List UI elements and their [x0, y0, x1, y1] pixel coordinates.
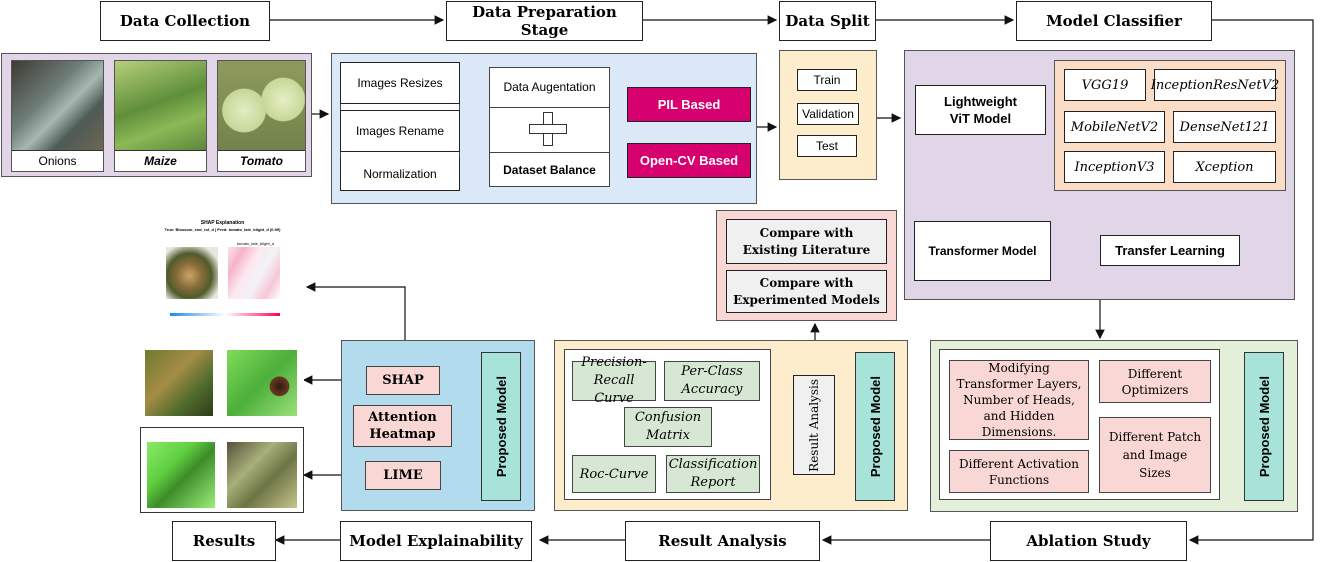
different-patch-box: Different Patch and Image Sizes	[1099, 417, 1211, 493]
stage-model-explainability: Model Explainability	[340, 521, 532, 561]
maize-caption: Maize	[115, 150, 206, 171]
modifying-transformer-box: Modifying Transformer Layers, Number of …	[949, 360, 1089, 440]
ablation-proposed-model-box: Proposed Model	[1244, 352, 1284, 501]
transformer-model-box: Transformer Model	[914, 221, 1051, 281]
transfer-learning-box: Transfer Learning	[1100, 235, 1240, 266]
stage-model-classifier: Model Classifier	[1016, 1, 1212, 41]
dataset-balance-label: Dataset Balance	[503, 163, 596, 177]
onion-image: Onions	[11, 60, 104, 172]
images-resizes-box: Images Resizes	[340, 62, 460, 104]
different-optimizers-box: Different Optimizers	[1099, 360, 1211, 403]
onion-caption: Onions	[12, 150, 103, 171]
per-class-accuracy-box: Per-Class Accuracy	[664, 361, 760, 401]
images-rename-box: Images Rename	[340, 110, 460, 152]
lime-box: LIME	[365, 461, 441, 490]
compare-experimented-box: Compare with Experimented Models	[726, 270, 887, 313]
data-augmentation-label: Data Augentation	[503, 80, 596, 94]
shap-subtitle: True: Blossom_end_rot_d | Pred: tomato_l…	[164, 227, 281, 232]
lime-image-1	[145, 350, 213, 416]
attention-heatmap-box: Attention Heatmap	[353, 405, 452, 447]
stage-data-preparation: Data Preparation Stage	[446, 1, 643, 41]
stage-results: Results	[172, 521, 276, 561]
lime-image-3	[147, 442, 215, 508]
compare-literature-box: Compare with Existing Literature	[726, 219, 887, 264]
stage-result-analysis: Result Analysis	[625, 521, 820, 561]
shap-leaf-image	[166, 247, 218, 299]
roc-curve-box: Roc-Curve	[572, 455, 656, 493]
model-inceptionv3: InceptionV3	[1064, 151, 1165, 183]
test-box: Test	[797, 135, 857, 157]
shap-panel-label: tomato_late_blight_d	[236, 241, 275, 246]
lime-bottom-images	[140, 427, 304, 513]
shap-colorbar	[170, 313, 280, 316]
stage-ablation-study: Ablation Study	[990, 521, 1187, 561]
lime-image-4	[227, 442, 297, 508]
different-activation-box: Different Activation Functions	[949, 450, 1089, 493]
lime-image-2	[227, 350, 297, 416]
plus-icon	[529, 112, 567, 146]
explain-proposed-model-box: Proposed Model	[481, 352, 521, 501]
classification-report-box: Classification Report	[666, 455, 760, 493]
lime-top-images	[140, 340, 304, 420]
validation-box: Validation	[797, 103, 859, 125]
confusion-matrix-box: Confusion Matrix	[624, 407, 712, 447]
model-inceptionresnetv2: InceptionResNetV2	[1151, 69, 1279, 101]
opencv-based-box: Open-CV Based	[627, 143, 751, 178]
tomato-image: Tomato	[217, 60, 306, 172]
model-xception: Xception	[1173, 151, 1276, 183]
shap-box: SHAP	[366, 366, 440, 395]
normalization-box: Normalization	[340, 158, 460, 191]
model-mobilenetv2: MobileNetV2	[1064, 111, 1165, 143]
shap-title: SHAP Explanation	[200, 220, 245, 226]
shap-explanation-image: SHAP Explanation True: Blossom_end_rot_d…	[140, 217, 305, 327]
analysis-proposed-model-box: Proposed Model	[855, 352, 895, 501]
stage-data-collection: Data Collection	[100, 1, 270, 41]
model-densenet121: DenseNet121	[1173, 111, 1276, 143]
tomato-caption: Tomato	[218, 150, 305, 171]
aug-divider-top	[489, 107, 610, 108]
shap-heatmap	[228, 247, 280, 299]
result-analysis-vertical-box: Result Analysis	[793, 375, 835, 475]
pr-curve-box: Precision-Recall Curve	[572, 355, 656, 406]
aug-divider-bottom	[489, 152, 610, 153]
maize-image: Maize	[114, 60, 207, 172]
model-vgg19: VGG19	[1064, 69, 1146, 101]
dataset-panel: Onions Maize Tomato	[1, 53, 312, 177]
stage-data-split: Data Split	[779, 1, 876, 41]
pil-based-box: PIL Based	[627, 87, 751, 122]
train-box: Train	[797, 69, 857, 91]
lightweight-vit-box: Lightweight ViT Model	[915, 85, 1046, 135]
